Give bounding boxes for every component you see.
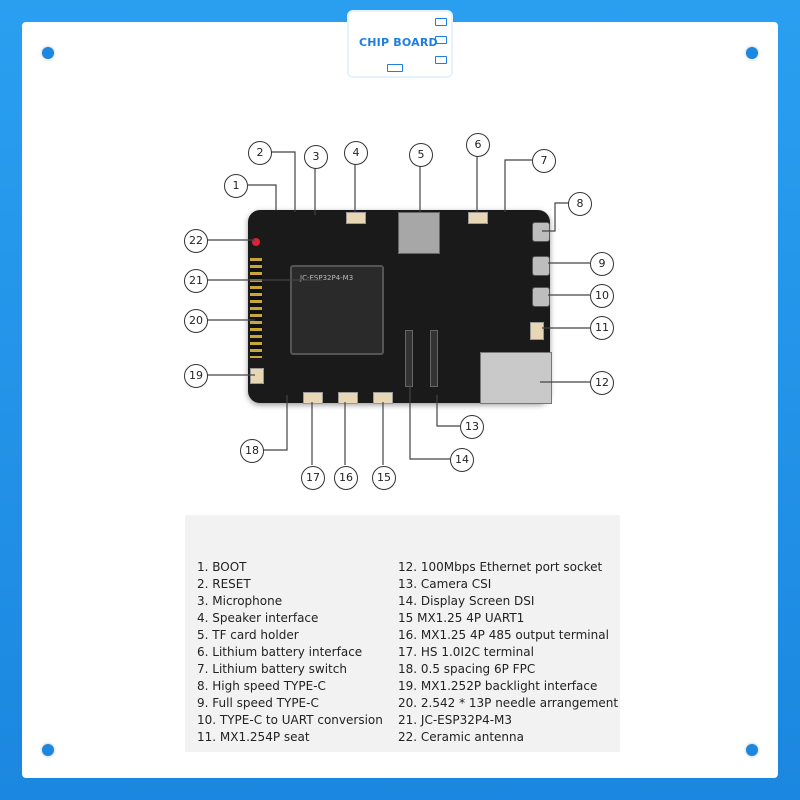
usb-c-port-icon xyxy=(532,256,550,276)
tf-card-holder xyxy=(398,212,440,254)
legend-item: 20. 2.542 * 13P needle arrangement xyxy=(398,696,619,710)
legend-item: 12. 100Mbps Ethernet port socket xyxy=(398,560,603,574)
ethernet-socket xyxy=(480,352,552,404)
connector-16 xyxy=(338,392,358,404)
callout-1: 1 xyxy=(224,174,248,198)
antenna-icon xyxy=(252,238,260,246)
legend-item: 1. BOOT xyxy=(197,560,247,574)
callout-21: 21 xyxy=(184,269,208,293)
connector-11 xyxy=(530,322,544,340)
usb-port-icon xyxy=(435,18,447,26)
legend-item: 6. Lithium battery interface xyxy=(197,645,363,659)
callout-6: 6 xyxy=(466,133,490,157)
callout-15: 15 xyxy=(372,466,396,490)
esp32-module-label: JC-ESP32P4-M3 xyxy=(300,274,354,282)
callout-20: 20 xyxy=(184,309,208,333)
connector-17 xyxy=(303,392,323,404)
callout-9: 9 xyxy=(590,252,614,276)
callout-7: 7 xyxy=(532,149,556,173)
legend-item: 5. TF card holder xyxy=(197,628,299,642)
legend-item: 3. Microphone xyxy=(197,594,283,608)
callout-22: 22 xyxy=(184,229,208,253)
usb-c-port-icon xyxy=(532,222,550,242)
corner-dot-icon xyxy=(746,744,758,756)
speaker-connector xyxy=(346,212,366,224)
callout-2: 2 xyxy=(248,141,272,165)
legend-item: 7. Lithium battery switch xyxy=(197,662,347,676)
usb-c-port-icon xyxy=(532,287,550,307)
callout-16: 16 xyxy=(334,466,358,490)
corner-dot-icon xyxy=(42,744,54,756)
legend-item: 19. MX1.252P backlight interface xyxy=(398,679,598,693)
legend-item: 15 MX1.25 4P UART1 xyxy=(398,611,525,625)
callout-4: 4 xyxy=(344,141,368,165)
fpc-dsi xyxy=(405,330,413,387)
callout-18: 18 xyxy=(240,439,264,463)
connector-19 xyxy=(250,368,264,384)
legend-item: 16. MX1.25 4P 485 output terminal xyxy=(398,628,609,642)
callout-12: 12 xyxy=(590,371,614,395)
legend-item: 10. TYPE-C to UART conversion xyxy=(197,713,383,727)
usb-port-icon xyxy=(435,56,447,64)
legend-item: 2. RESET xyxy=(197,577,251,591)
callout-19: 19 xyxy=(184,364,208,388)
callout-5: 5 xyxy=(409,143,433,167)
usb-port-icon xyxy=(387,64,403,72)
legend-item: 22. Ceramic antenna xyxy=(398,730,524,744)
corner-dot-icon xyxy=(42,47,54,59)
legend-panel xyxy=(185,515,620,752)
legend-item: 8. High speed TYPE-C xyxy=(197,679,326,693)
legend-item: 17. HS 1.0I2C terminal xyxy=(398,645,534,659)
fpc-csi xyxy=(430,330,438,387)
pin-header-20 xyxy=(250,258,262,358)
legend-item: 18. 0.5 spacing 6P FPC xyxy=(398,662,536,676)
brand-logo-text: CHIP BOARD xyxy=(359,36,438,49)
usb-port-icon xyxy=(435,36,447,44)
legend-item: 13. Camera CSI xyxy=(398,577,492,591)
callout-17: 17 xyxy=(301,466,325,490)
battery-connector xyxy=(468,212,488,224)
corner-dot-icon xyxy=(746,47,758,59)
legend-item: 4. Speaker interface xyxy=(197,611,319,625)
callout-8: 8 xyxy=(568,192,592,216)
callout-13: 13 xyxy=(460,415,484,439)
legend-item: 14. Display Screen DSI xyxy=(398,594,535,608)
legend-item: 21. JC-ESP32P4-M3 xyxy=(398,713,513,727)
legend-item: 11. MX1.254P seat xyxy=(197,730,310,744)
callout-10: 10 xyxy=(590,284,614,308)
callout-3: 3 xyxy=(304,145,328,169)
brand-logo: CHIP BOARD xyxy=(349,12,451,76)
callout-14: 14 xyxy=(450,448,474,472)
legend-item: 9. Full speed TYPE-C xyxy=(197,696,319,710)
callout-11: 11 xyxy=(590,316,614,340)
